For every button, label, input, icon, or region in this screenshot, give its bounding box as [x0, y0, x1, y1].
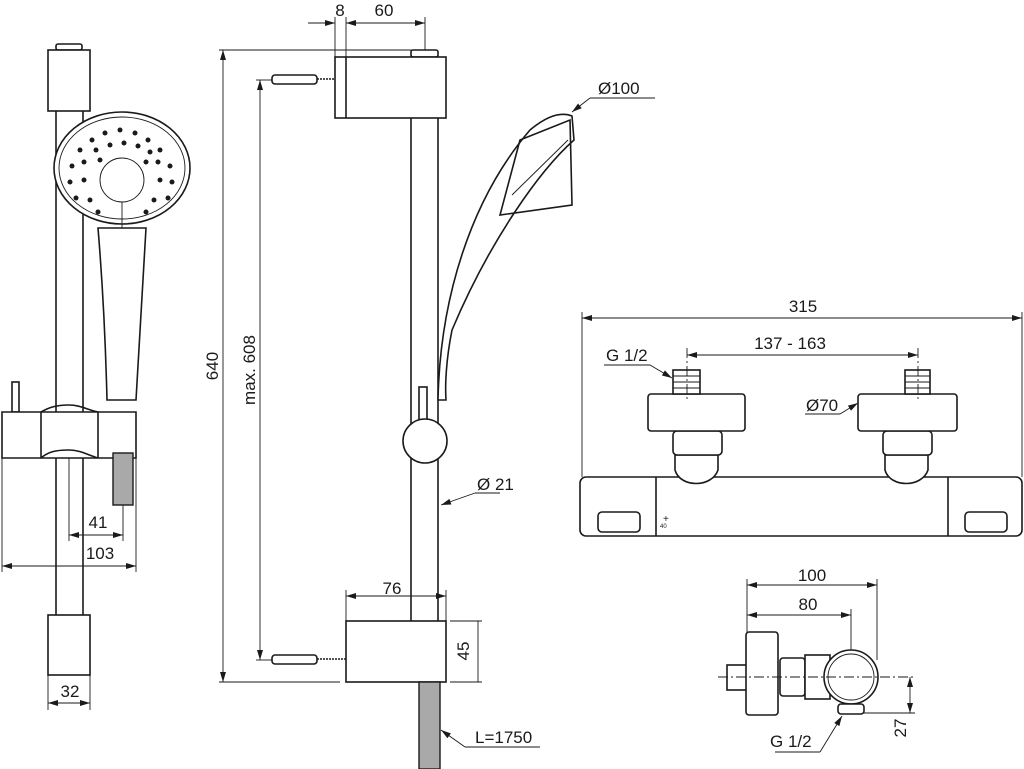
hand-shower-side	[437, 113, 575, 401]
mixer-side-view: 100 80 27 G 1/2	[718, 566, 915, 753]
dim-60: 60	[375, 1, 394, 20]
dim-flange: Ø70	[806, 396, 838, 415]
dim-outlet-thread: G 1/2	[770, 732, 812, 751]
hose	[112, 452, 134, 506]
wall-anchor-top	[271, 74, 335, 85]
dim-centres: 137 - 163	[754, 334, 826, 353]
inlet-left	[647, 369, 746, 485]
dim-8: 8	[335, 1, 344, 20]
dim-80: 80	[799, 595, 818, 614]
temp-mark: 40	[660, 524, 667, 530]
top-bracket	[334, 56, 447, 119]
rail-side-view: 8 60 640 max. 608 76 45 Ø 21 L=1750 Ø100	[203, 1, 655, 769]
dim-max-608: max. 608	[240, 335, 259, 405]
dim-103: 103	[86, 544, 114, 563]
mixer-body	[579, 476, 1023, 537]
slide-holder	[1, 411, 137, 459]
mixer-front-view: + 40 315 137 - 163 G 1/2 Ø70	[579, 297, 1023, 537]
rail-front-view: 41 103 32	[1, 43, 191, 710]
dim-hose-length: L=1750	[475, 728, 532, 747]
plus-mark: +	[663, 514, 669, 525]
slider-knob	[402, 418, 448, 464]
inlet-right	[857, 369, 958, 485]
dim-rail-diameter: Ø 21	[477, 475, 514, 494]
hand-shower-front	[53, 111, 191, 401]
dim-315: 315	[789, 297, 817, 316]
dim-head-diameter: Ø100	[598, 79, 640, 98]
wall-anchor-bottom	[271, 654, 346, 665]
end-cap	[47, 614, 91, 676]
bottom-bracket	[345, 620, 447, 683]
dim-41: 41	[89, 513, 108, 532]
dim-connection: G 1/2	[606, 346, 648, 365]
dim-32: 32	[61, 682, 80, 701]
dim-27: 27	[891, 719, 910, 738]
dim-45: 45	[454, 642, 473, 661]
holder-pin	[11, 381, 20, 413]
dim-640: 640	[203, 352, 222, 380]
dim-76: 76	[383, 579, 402, 598]
hose	[418, 681, 441, 769]
dim-100: 100	[798, 566, 826, 585]
